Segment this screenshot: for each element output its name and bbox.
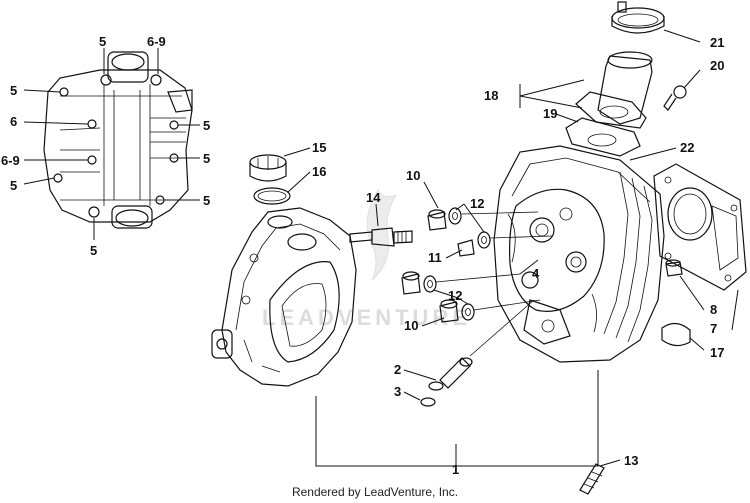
assembly-bracket [315, 370, 599, 467]
label-4: 4 [532, 266, 540, 281]
leaders-top-view [23, 48, 200, 240]
label-5-left-top: 5 [10, 83, 17, 98]
footer-credit: Rendered by LeadVenture, Inc. [291, 485, 459, 499]
label-11: 11 [428, 250, 442, 265]
watermark: LEADVENTURE [262, 189, 471, 330]
cap-nuts-washers [401, 181, 553, 327]
label-5-right-bottom: 5 [203, 193, 210, 208]
cylinder-block [493, 145, 665, 363]
label-5-top: 5 [99, 34, 106, 49]
label-22: 22 [680, 140, 694, 155]
label-15: 15 [312, 140, 326, 155]
label-5-right-middle: 5 [203, 151, 210, 166]
label-19: 19 [543, 106, 557, 121]
label-6-9-left: 6-9 [1, 153, 20, 168]
label-6-9-top: 6-9 [147, 34, 166, 49]
label-2: 2 [394, 362, 401, 377]
label-12-bottom: 12 [448, 288, 462, 303]
spark-plug [349, 203, 413, 247]
cylinder-head-top-view [43, 51, 193, 229]
label-10-top: 10 [406, 168, 420, 183]
cylinder-head-side-view [211, 207, 357, 387]
stud-bolt [579, 459, 621, 495]
label-6: 6 [10, 114, 17, 129]
label-20: 20 [710, 58, 724, 73]
label-14: 14 [366, 190, 381, 205]
label-7: 7 [710, 321, 717, 336]
label-10-bottom: 10 [404, 318, 418, 333]
filler-cap [249, 147, 311, 205]
label-13: 13 [624, 453, 638, 468]
intake-assembly [519, 1, 701, 161]
label-1: 1 [452, 462, 459, 477]
label-16: 16 [312, 164, 326, 179]
watermark-text: LEADVENTURE [262, 305, 471, 330]
label-17: 17 [710, 345, 724, 360]
label-8: 8 [710, 302, 717, 317]
label-5-right-top: 5 [203, 118, 210, 133]
label-5-left-bottom: 5 [10, 178, 17, 193]
gasket-dowel-plug [653, 163, 747, 351]
label-18: 18 [484, 88, 498, 103]
label-3: 3 [394, 384, 401, 399]
valve-guide-seal [403, 299, 535, 407]
label-21: 21 [710, 35, 724, 50]
label-5-bottom: 5 [90, 243, 97, 258]
label-12-top: 12 [470, 196, 484, 211]
